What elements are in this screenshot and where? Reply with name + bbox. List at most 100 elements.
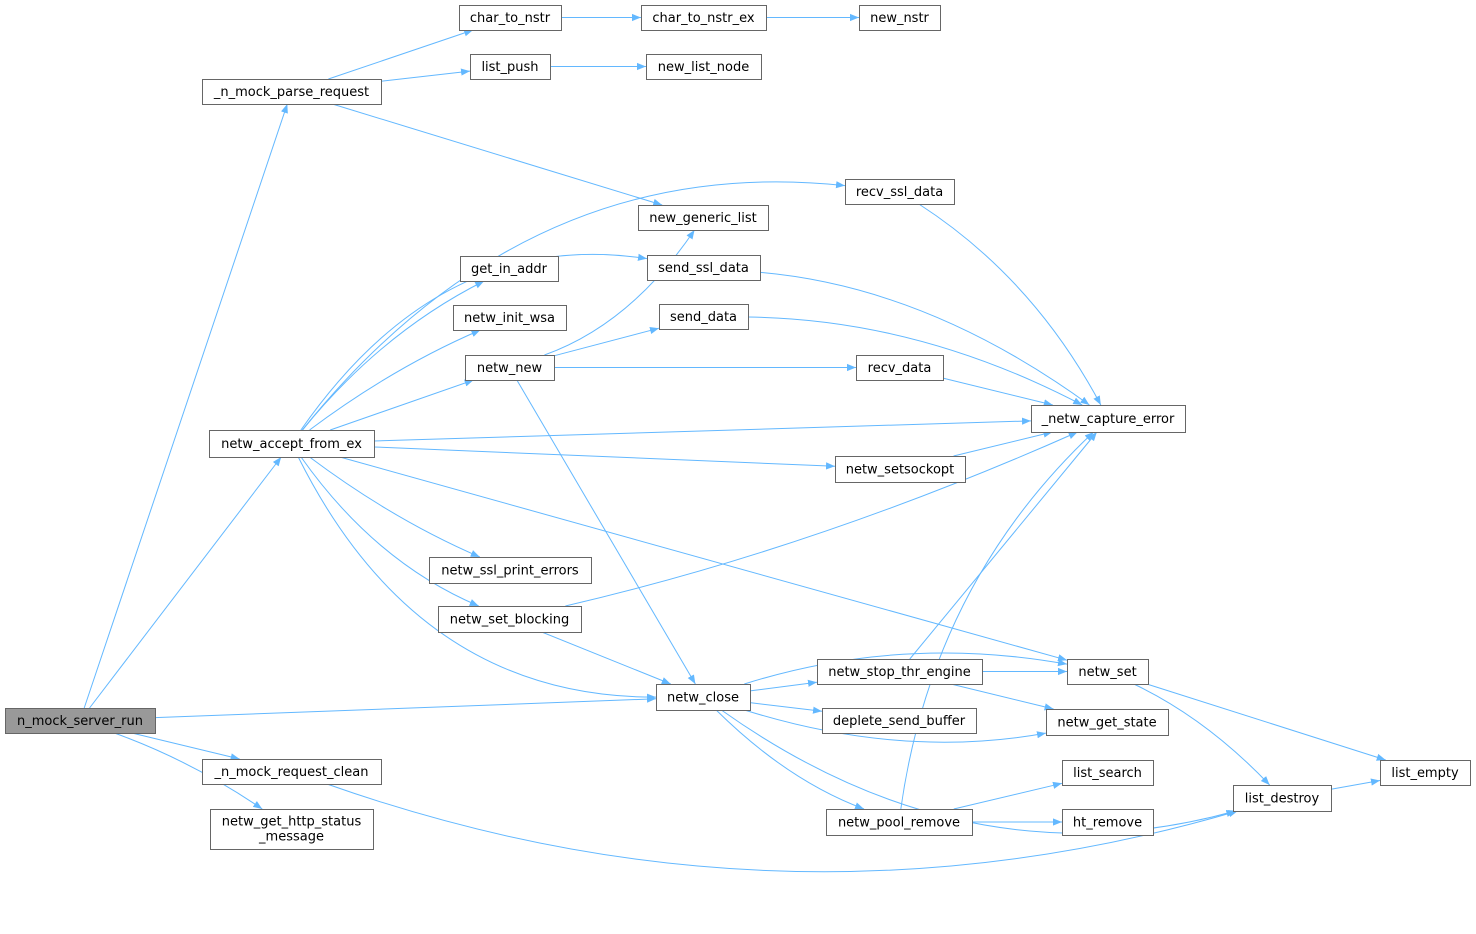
edge-recv-ssl-data-to-netw-capture-error [918, 203, 1102, 406]
edge-n-mock-server-run-to-netw-get-http-status-message [114, 732, 263, 810]
edge-send-data-to-netw-capture-error [747, 316, 1083, 406]
edge-netw-accept-from-ex-to-netw-close [297, 456, 657, 701]
edge-n-mock-parse-request-to-char-to-nstr [328, 29, 474, 80]
node-label: netw_ssl_print_errors [441, 564, 579, 579]
edge-send-ssl-data-to-netw-capture-error [759, 271, 1090, 406]
edge-netw-accept-from-ex-to-netw-init-wsa [309, 329, 481, 431]
node-label: char_to_nstr [470, 11, 551, 26]
edge-netw-close-to-netw-stop-thr-engine [749, 679, 818, 692]
node-netw-set[interactable]: netw_set [1067, 659, 1149, 685]
node-label: new_nstr [870, 11, 929, 26]
node-label: send_ssl_data [658, 261, 749, 276]
edge-netw-set-to-list-destroy [1133, 683, 1271, 786]
node-ht-remove[interactable]: ht_remove [1062, 809, 1154, 836]
node-label: netw_new [477, 361, 543, 376]
node-send-data[interactable]: send_data [659, 304, 749, 330]
node-netw-stop-thr-engine[interactable]: netw_stop_thr_engine [817, 659, 983, 685]
edge-netw-accept-from-ex-to-netw-ssl-print-errors [309, 456, 481, 558]
node-netw-get-state[interactable]: netw_get_state [1046, 709, 1169, 736]
node-label: get_in_addr [471, 262, 548, 277]
edge-netw-accept-from-ex-to-send-ssl-data [300, 253, 648, 431]
edge-netw-stop-thr-engine-to-netw-capture-error [909, 431, 1098, 660]
node-netw-pool-remove[interactable]: netw_pool_remove [826, 809, 973, 836]
node-label: netw_set [1078, 665, 1136, 680]
edge-n-mock-parse-request-to-new-generic-list [332, 103, 663, 206]
node-netw-close[interactable]: netw_close [656, 684, 751, 711]
node-label: netw_setsockopt [846, 463, 955, 478]
edge-netw-accept-from-ex-to-netw-capture-error [373, 417, 1032, 442]
edge-n-mock-parse-request-to-list-push [380, 68, 471, 82]
node-recv-data[interactable]: recv_data [856, 355, 944, 381]
node-netw-init-wsa[interactable]: netw_init_wsa [453, 305, 567, 331]
node-netw-get-http-status-message[interactable]: netw_get_http_status_message [210, 809, 374, 850]
edge-n-mock-server-run-to-netw-close [154, 695, 657, 719]
node-new-generic-list[interactable]: new_generic_list [638, 205, 769, 231]
node-n-mock-server-run[interactable]: n_mock_server_run [5, 708, 156, 734]
node-label: netw_get_http_status [222, 815, 362, 830]
edge-netw-stop-thr-engine-to-netw-get-state [950, 683, 1054, 711]
node-label: _n_mock_request_clean [214, 765, 369, 780]
node-label: deplete_send_buffer [833, 714, 966, 729]
node-label: recv_data [868, 361, 932, 376]
edge-netw-set-to-list-empty [1146, 683, 1386, 761]
nodes: n_mock_server_run _n_mock_parse_request ch… [5, 5, 1471, 850]
node-label: _netw_capture_error [1041, 412, 1175, 427]
edge-netw-close-to-netw-get-state [744, 709, 1047, 743]
edge-list-destroy-to-list-empty [1330, 778, 1381, 790]
node-recv-ssl-data[interactable]: recv_ssl_data [845, 179, 955, 205]
node-netw-capture-error[interactable]: _netw_capture_error [1031, 405, 1186, 433]
node-netw-accept-from-ex[interactable]: netw_accept_from_ex [209, 430, 375, 458]
edge-netw-accept-from-ex-to-get-in-addr [302, 280, 485, 431]
node-label: char_to_nstr_ex [652, 11, 754, 26]
node-list-search[interactable]: list_search [1062, 760, 1154, 786]
node-label: netw_set_blocking [450, 613, 569, 628]
edge-netw-accept-from-ex-to-netw-set [339, 456, 1068, 662]
edge-netw-accept-from-ex-to-netw-new [330, 379, 474, 431]
node-list-destroy[interactable]: list_destroy [1233, 785, 1332, 812]
edge-netw-accept-from-ex-to-recv-ssl-data [301, 181, 846, 431]
node-netw-setsockopt[interactable]: netw_setsockopt [835, 456, 966, 483]
edge-netw-accept-from-ex-to-netw-set-blocking [300, 456, 479, 607]
edge-n-mock-request-clean-to-list-destroy [326, 783, 1238, 873]
node-label: new_generic_list [649, 211, 757, 226]
node-n-mock-parse-request[interactable]: _n_mock_parse_request [202, 79, 382, 105]
node-label: new_list_node [658, 60, 749, 75]
node-send-ssl-data[interactable]: send_ssl_data [647, 255, 761, 281]
node-label: ht_remove [1073, 816, 1142, 831]
node-label: netw_accept_from_ex [221, 437, 362, 452]
node-label: list_empty [1391, 766, 1459, 781]
node-get-in-addr[interactable]: get_in_addr [460, 256, 559, 282]
edge-netw-close-to-netw-pool-remove [715, 709, 865, 810]
node-deplete-send-buffer[interactable]: deplete_send_buffer [822, 708, 977, 734]
edge-n-mock-server-run-to-netw-accept-from-ex [89, 456, 282, 709]
node-netw-set-blocking[interactable]: netw_set_blocking [438, 606, 582, 633]
node-char-to-nstr-ex[interactable]: char_to_nstr_ex [641, 5, 767, 31]
node-label: netw_get_state [1057, 716, 1156, 731]
edge-netw-new-to-send-data [553, 327, 660, 357]
node-char-to-nstr[interactable]: char_to_nstr [459, 5, 562, 31]
edge-netw-close-to-deplete-send-buffer [749, 702, 823, 714]
edge-netw-new-to-netw-close [516, 379, 696, 685]
node-list-push[interactable]: list_push [470, 54, 551, 80]
node-new-nstr[interactable]: new_nstr [859, 5, 941, 31]
node-label: netw_stop_thr_engine [828, 665, 971, 680]
edge-netw-accept-from-ex-to-netw-setsockopt [373, 446, 836, 470]
node-netw-ssl-print-errors[interactable]: netw_ssl_print_errors [429, 557, 592, 584]
node-label: _n_mock_parse_request [213, 85, 369, 100]
node-n-mock-request-clean[interactable]: _n_mock_request_clean [202, 759, 382, 785]
node-label: send_data [670, 310, 737, 325]
node-label: n_mock_server_run [17, 714, 143, 729]
edge-netw-close-to-list-destroy [721, 709, 1236, 834]
node-label: netw_init_wsa [464, 311, 555, 326]
node-new-list-node[interactable]: new_list_node [646, 54, 762, 80]
node-list-empty[interactable]: list_empty [1380, 760, 1471, 786]
edges [83, 13, 1386, 873]
node-label: list_search [1073, 766, 1142, 781]
node-label: list_destroy [1245, 792, 1320, 807]
edge-netw-setsockopt-to-netw-capture-error [953, 430, 1053, 457]
edge-netw-set-blocking-to-netw-close [541, 631, 671, 685]
node-netw-new[interactable]: netw_new [465, 355, 555, 381]
node-label: netw_close [667, 691, 739, 706]
edge-recv-data-to-netw-capture-error [942, 377, 1053, 407]
